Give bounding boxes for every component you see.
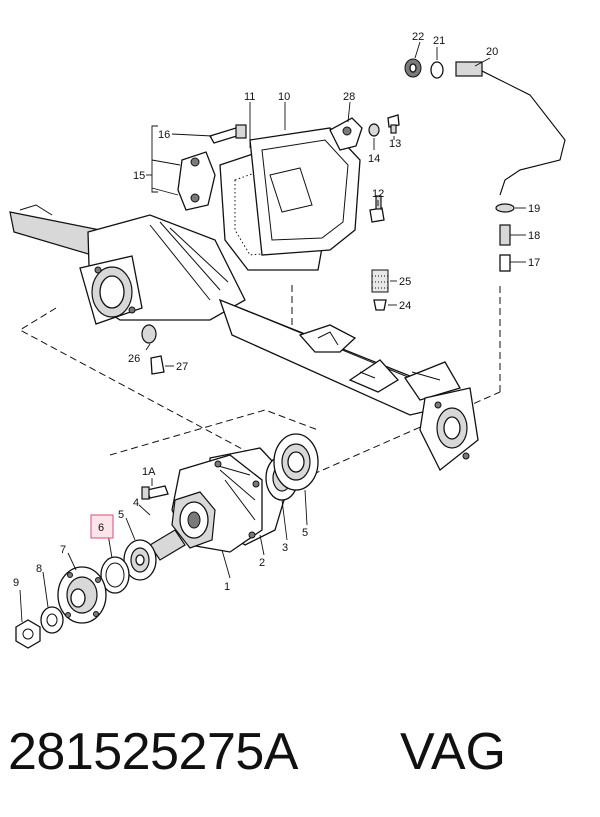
cover-and-gasket [219, 127, 361, 271]
breather-parts [141, 269, 389, 375]
callout-13: 13 [389, 138, 401, 150]
bracket-and-bolt [177, 124, 247, 211]
callout-2: 2 [259, 557, 265, 569]
callout-1a: 1A [142, 466, 156, 478]
callout-18: 18 [528, 230, 540, 242]
part-number: 281525275A [8, 723, 298, 781]
callout-16: 16 [158, 129, 170, 141]
small-hardware [329, 114, 400, 223]
callout-26: 26 [128, 353, 140, 365]
callout-19: 19 [528, 203, 540, 215]
callout-20: 20 [486, 46, 498, 58]
leader-lines [19, 41, 526, 623]
callout-labels: 1 1A 2 3 4 5 5 6 7 8 9 10 11 12 13 14 15… [13, 31, 540, 593]
callout-11: 11 [244, 91, 255, 103]
exploded-axle-diagram: 1 1A 2 3 4 5 5 6 7 8 9 10 11 12 13 14 15… [9, 31, 566, 649]
callout-7: 7 [60, 544, 66, 556]
axle-housing [9, 204, 479, 472]
callout-24: 24 [399, 300, 411, 312]
callout-5-right: 5 [302, 527, 308, 539]
callout-21: 21 [433, 35, 445, 47]
callout-25: 25 [399, 276, 411, 288]
callout-3: 3 [282, 542, 288, 554]
final-drive-assembly [15, 433, 319, 649]
callout-22: 22 [412, 31, 424, 43]
callout-1: 1 [224, 581, 230, 593]
brand-name: VAG [400, 723, 506, 781]
callout-8: 8 [36, 563, 42, 575]
callout-4: 4 [133, 497, 139, 509]
footer: 281525275A VAG [8, 722, 598, 792]
callout-17: 17 [528, 257, 540, 269]
highlight-box [90, 514, 114, 539]
callout-6: 6 [98, 522, 104, 534]
callout-9: 9 [13, 577, 19, 589]
callout-10: 10 [278, 91, 290, 103]
brake-line [404, 58, 566, 272]
callout-5-left: 5 [118, 509, 124, 521]
callout-27: 27 [176, 361, 188, 373]
callout-15: 15 [133, 170, 145, 182]
callout-12: 12 [372, 188, 384, 200]
callout-14: 14 [368, 153, 380, 165]
grouping-dash-lines [18, 285, 501, 481]
callout-28: 28 [343, 91, 355, 103]
